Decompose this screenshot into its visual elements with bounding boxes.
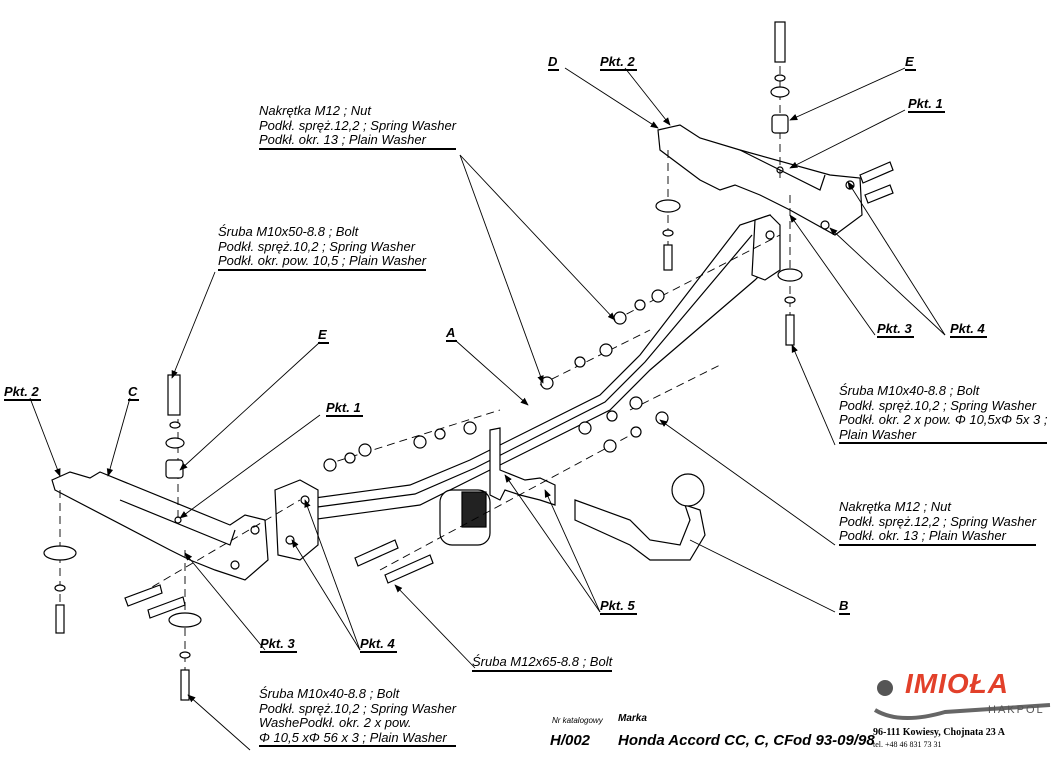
production-years: od 93-09/98 bbox=[793, 732, 875, 749]
company-phone: tel. +48 46 831 73 31 bbox=[873, 740, 942, 749]
label-pkt4-left: Pkt. 4 bbox=[360, 636, 397, 653]
note-bolt-m10x40-bottom: Śruba M10x40-8.8 ; Bolt Podkł. spręż.10,… bbox=[259, 686, 457, 747]
note-nut-right: Nakrętka M12 ; Nut Podkł. spręż.12,2 ; S… bbox=[839, 499, 1037, 546]
brand-logo-swoosh bbox=[873, 703, 1051, 721]
catalog-number: H/002 bbox=[550, 732, 591, 749]
brand-logo: IMIOŁA bbox=[905, 668, 1009, 699]
leader-lines bbox=[29, 67, 946, 751]
ball-neck-b bbox=[574, 499, 706, 561]
label-pkt3-left: Pkt. 3 bbox=[260, 636, 297, 653]
label-pkt1-left: Pkt. 1 bbox=[326, 400, 363, 417]
label-e-top: E bbox=[905, 54, 916, 71]
tow-ball bbox=[671, 473, 705, 507]
label-pkt5: Pkt. 5 bbox=[600, 598, 637, 615]
label-e-left: E bbox=[318, 327, 329, 344]
label-pkt1-top: Pkt. 1 bbox=[908, 96, 945, 113]
catalog-number-label: Nr katalogowy bbox=[552, 716, 603, 725]
label-pkt2-left: Pkt. 2 bbox=[4, 384, 41, 401]
make-label: Marka bbox=[618, 713, 647, 724]
label-b: B bbox=[839, 598, 851, 615]
label-pkt4-right: Pkt. 4 bbox=[950, 321, 987, 338]
label-pkt3-right: Pkt. 3 bbox=[877, 321, 914, 338]
brand-subtitle: HAKPOL bbox=[988, 704, 1045, 716]
note-bolt-m10x40-right: Śruba M10x40-8.8 ; Bolt Podkł. spręż.10,… bbox=[839, 383, 1048, 444]
company-address: 96-111 Kowiesy, Chojnata 23 A bbox=[873, 727, 1005, 738]
label-d: D bbox=[548, 54, 560, 71]
bracket-c bbox=[51, 471, 269, 581]
label-a: A bbox=[446, 325, 458, 342]
label-pkt2-top: Pkt. 2 bbox=[600, 54, 637, 71]
beam-plate-right bbox=[751, 214, 781, 281]
mount-bracket bbox=[489, 427, 556, 506]
label-c: C bbox=[128, 384, 140, 401]
fasteners bbox=[43, 21, 894, 701]
note-nut-top: Nakrętka M12 ; Nut Podkł. spręż.12,2 ; S… bbox=[259, 103, 457, 150]
note-bolt-m10x50: Śruba M10x50-8.8 ; Bolt Podkł. spręż.10,… bbox=[218, 224, 427, 271]
vehicle-model: Honda Accord CC, C, CF bbox=[618, 732, 794, 749]
note-bolt-m12x65: Śruba M12x65-8.8 ; Bolt bbox=[472, 654, 613, 672]
